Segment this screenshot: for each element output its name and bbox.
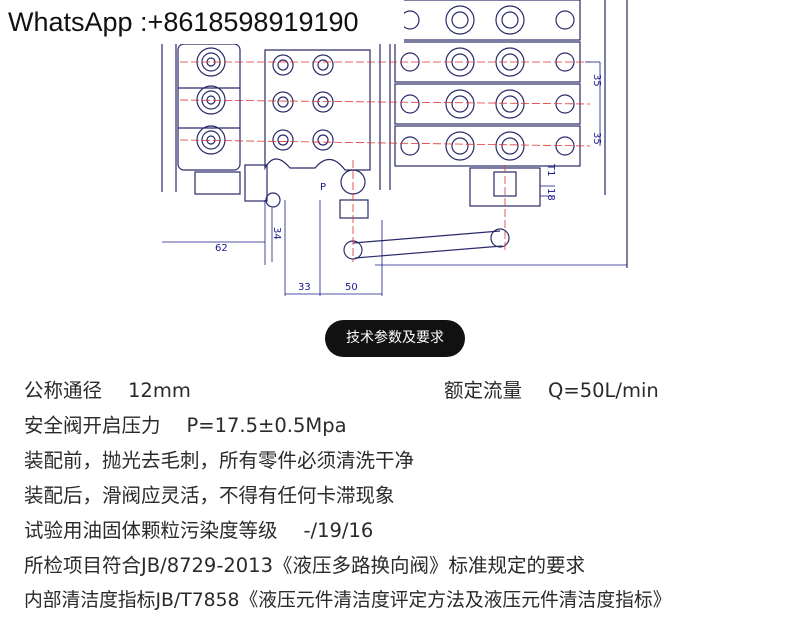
spec-label: 试验用油固体颗粒污染度等级 (24, 519, 278, 542)
spec-label: 额定流量 (444, 379, 523, 402)
spec-assembly-before: 装配前，抛光去毛刺，所有零件必须清洗干净 (24, 449, 415, 472)
port-p-label: P (320, 182, 326, 193)
spec-label: 公称通径 (24, 379, 103, 402)
dim-35-upper: 35 (591, 74, 602, 87)
port-t1-label: T1 (545, 163, 556, 176)
dim-62: 62 (215, 243, 228, 254)
dim-50: 50 (345, 282, 358, 293)
spec-value: P=17.5±0.5Mpa (186, 414, 347, 437)
dim-18: 18 (545, 188, 556, 201)
valve-technical-drawing: 62 34 33 50 35 35 18 T1 P (161, 0, 628, 296)
spec-value: Q=50L/min (548, 379, 659, 402)
dim-34: 34 (271, 227, 282, 240)
section-title-badge: 技术参数及要求 (325, 320, 465, 357)
spec-relief-pressure: 安全阀开启压力 P=17.5±0.5Mpa (24, 412, 347, 440)
spec-value: -/19/16 (303, 519, 374, 542)
spec-cleanliness-index: 内部清洁度指标JB/T7858《液压元件清洁度评定方法及液压元件清洁度指标》 (24, 590, 672, 611)
spec-assembly-after: 装配后，滑阀应灵活，不得有任何卡滞现象 (24, 484, 395, 507)
spec-standard-compliance: 所检项目符合JB/8729-2013《液压多路换向阀》标准规定的要求 (24, 554, 585, 577)
spec-rated-flow: 额定流量 Q=50L/min (444, 377, 659, 405)
spec-value: 12mm (128, 379, 191, 402)
whatsapp-watermark: WhatsApp :+8618598919190 (0, 0, 404, 44)
spec-nominal-diameter: 公称通径 12mm (24, 377, 191, 405)
dim-33: 33 (298, 282, 311, 293)
dim-35-lower: 35 (591, 132, 602, 145)
spec-contamination-grade: 试验用油固体颗粒污染度等级 -/19/16 (24, 517, 373, 545)
spec-label: 安全阀开启压力 (24, 414, 161, 437)
